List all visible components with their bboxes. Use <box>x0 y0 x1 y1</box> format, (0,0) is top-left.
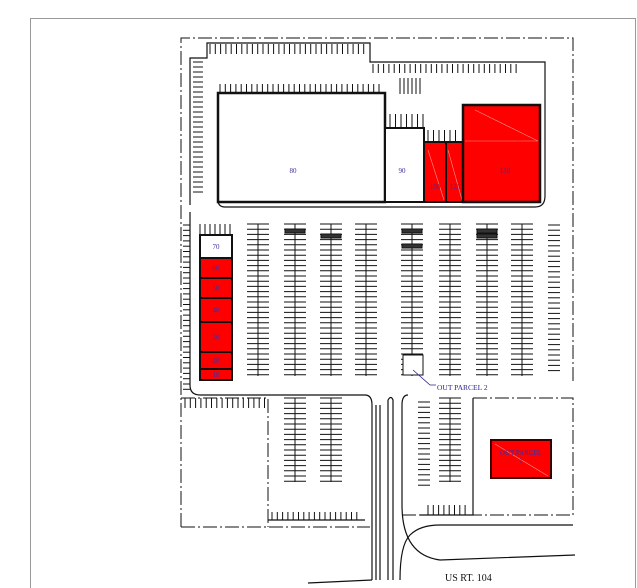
building-100[interactable]: 100 <box>423 141 447 203</box>
building-label: 80 <box>290 167 298 175</box>
property-boundary <box>180 37 574 528</box>
landscape-island <box>401 228 423 234</box>
unit-label: 50 <box>213 285 221 293</box>
landscape-island <box>320 233 342 239</box>
building-label: 120 <box>450 183 461 191</box>
out-parcel-1[interactable]: OUT PARCEL 1 <box>490 439 552 479</box>
unit-label: 60 <box>213 265 221 273</box>
unit-label: 40 <box>213 307 221 315</box>
building-label: 130 <box>500 167 511 175</box>
landscape-island <box>401 243 423 249</box>
out-parcel-1-label: OUT PARCEL <box>500 449 542 457</box>
unit-label: 30 <box>213 334 221 342</box>
unit-label: 70 <box>213 243 221 251</box>
out-parcel-2[interactable]: OUT PARCEL 2 <box>402 354 488 392</box>
unit-label: 20 <box>213 357 221 365</box>
buildings: 80 90 100 120 130 <box>216 91 542 204</box>
building-90[interactable]: 90 <box>384 127 425 203</box>
strip-unit-30[interactable]: 30 <box>199 321 233 353</box>
parking-stalls <box>183 44 560 520</box>
out-parcel-2-label: OUT PARCEL 2 <box>437 383 488 392</box>
strip-unit-40[interactable]: 40 <box>199 297 233 323</box>
building-120[interactable]: 120 <box>445 141 464 203</box>
building-label: 100 <box>430 183 441 191</box>
unit-label: 10 <box>213 371 221 379</box>
unit-outline <box>199 368 233 381</box>
landscape-island <box>284 228 306 234</box>
strip-unit-20[interactable]: 20 <box>199 351 233 370</box>
strip-units: 70 60 50 40 30 20 10 <box>199 234 233 381</box>
building-80[interactable]: 80 <box>216 91 387 204</box>
curbs <box>189 42 576 584</box>
building-130[interactable]: 130 <box>461 103 542 204</box>
road-label: US RT. 104 <box>445 573 492 584</box>
landscape-island <box>476 228 498 234</box>
landscape-island <box>476 233 498 239</box>
building-label: 90 <box>399 167 407 175</box>
strip-unit-10[interactable]: 10 <box>199 368 233 381</box>
out-parcel-1-number: 1 <box>519 457 523 465</box>
strip-unit-50[interactable]: 50 <box>199 277 233 299</box>
strip-unit-60[interactable]: 60 <box>199 257 233 279</box>
strip-unit-70[interactable]: 70 <box>199 234 233 259</box>
drawing-frame <box>30 18 636 588</box>
